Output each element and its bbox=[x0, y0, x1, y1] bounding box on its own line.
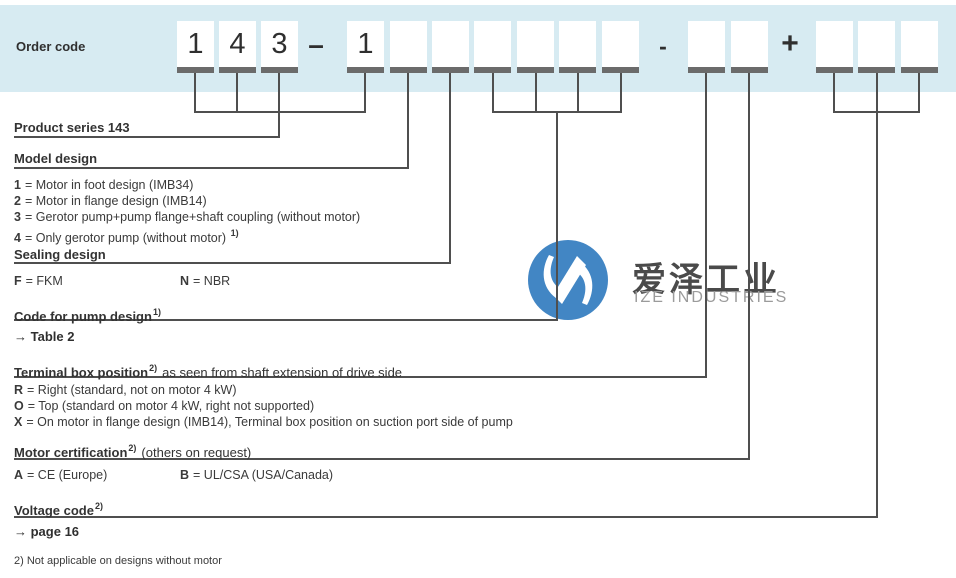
code-box bbox=[559, 21, 596, 73]
sealing-option-n: N= NBR bbox=[180, 273, 230, 289]
option-text: = On motor in flange design (IMB14), Ter… bbox=[26, 415, 513, 429]
option-key: N bbox=[180, 274, 190, 288]
motor-cert-connector bbox=[14, 73, 750, 460]
model-option-2: 2= Motor in flange design (IMB14) bbox=[14, 193, 207, 209]
motor-certification-suffix: (others on request) bbox=[141, 445, 252, 460]
option-text: = Only gerotor pump (without motor) bbox=[24, 231, 227, 245]
watermark-cn-text: 爱泽工业 bbox=[632, 260, 780, 300]
voltage-code-title: Voltage code bbox=[14, 503, 94, 518]
code-box bbox=[602, 21, 639, 73]
code-box bbox=[390, 21, 427, 73]
code-box bbox=[901, 21, 938, 73]
cert-option-a: A= CE (Europe) bbox=[14, 467, 107, 483]
page16-link[interactable]: → page 16 bbox=[14, 524, 80, 539]
order-code-label: Order code bbox=[16, 39, 86, 54]
code-box bbox=[474, 21, 511, 73]
footnote-2: 2) Not applicable on designs without mot… bbox=[14, 555, 222, 567]
cert-option-b: B= UL/CSA (USA/Canada) bbox=[180, 467, 333, 483]
table2-link[interactable]: → Table 2 bbox=[14, 329, 75, 344]
sealing-design-title: Sealing design bbox=[14, 247, 106, 262]
option-key: 2 bbox=[14, 194, 21, 208]
terminal-box-sup: 2) bbox=[149, 363, 158, 373]
option-key: B bbox=[180, 468, 190, 482]
code-box: 4 bbox=[219, 21, 256, 73]
model-design-connector bbox=[14, 73, 409, 169]
code-box bbox=[432, 21, 469, 73]
voltage-code-sup: 2) bbox=[94, 501, 103, 511]
plus-separator: + bbox=[781, 27, 799, 60]
section-title-voltage-code: Voltage code2) bbox=[14, 498, 103, 519]
option-text: = Top (standard on motor 4 kW, right not… bbox=[27, 399, 315, 413]
pump-design-title: Code for pump design bbox=[14, 309, 152, 324]
pump-design-sup: 1) bbox=[152, 307, 161, 317]
option-text: = FKM bbox=[25, 274, 63, 288]
pump-design-connector bbox=[14, 73, 622, 321]
code-box bbox=[731, 21, 768, 73]
section-title-terminal-box: Terminal box position2) as seen from shaf… bbox=[14, 360, 402, 381]
model-option-3: 3= Gerotor pump+pump flange+shaft coupli… bbox=[14, 209, 360, 225]
option-key: 3 bbox=[14, 210, 21, 224]
option-key: 1 bbox=[14, 178, 21, 192]
dash-separator-2: - bbox=[659, 33, 667, 59]
section-title-motor-certification: Motor certification2) (others on request) bbox=[14, 440, 251, 461]
option-key: F bbox=[14, 274, 22, 288]
option-text: = CE (Europe) bbox=[27, 468, 108, 482]
option-text: = Motor in flange design (IMB14) bbox=[24, 194, 207, 208]
option-text: = Right (standard, not on motor 4 kW) bbox=[27, 383, 237, 397]
section-title-sealing-design: Sealing design bbox=[14, 247, 106, 263]
option-text: = Motor in foot design (IMB34) bbox=[24, 178, 194, 192]
terminal-option-r: R= Right (standard, not on motor 4 kW) bbox=[14, 382, 237, 398]
section-title-model-design: Model design bbox=[14, 151, 97, 167]
option-key: 4 bbox=[14, 231, 21, 245]
option-key: A bbox=[14, 468, 24, 482]
option-key: X bbox=[14, 415, 23, 429]
model-option-1: 1= Motor in foot design (IMB34) bbox=[14, 177, 193, 193]
code-box bbox=[688, 21, 725, 73]
sealing-design-connector bbox=[14, 73, 451, 264]
terminal-box-title: Terminal box position bbox=[14, 365, 149, 380]
model-design-title: Model design bbox=[14, 151, 98, 166]
option-key: O bbox=[14, 399, 24, 413]
product-series-title: Product series 143 bbox=[14, 120, 130, 135]
terminal-option-x: X= On motor in flange design (IMB14), Te… bbox=[14, 414, 513, 430]
motor-certification-title: Motor certification bbox=[14, 445, 128, 460]
terminal-option-o: O= Top (standard on motor 4 kW, right no… bbox=[14, 398, 314, 414]
motor-certification-sup: 2) bbox=[128, 443, 137, 453]
sealing-option-f: F= FKM bbox=[14, 273, 63, 289]
option-text: = Gerotor pump+pump flange+shaft couplin… bbox=[24, 210, 361, 224]
code-box: 1 bbox=[347, 21, 384, 73]
option-sup: 1) bbox=[230, 228, 239, 238]
dash-separator: – bbox=[308, 29, 324, 60]
section-title-product-series: Product series 143 bbox=[14, 120, 130, 136]
code-box: 3 bbox=[261, 21, 298, 73]
terminal-box-suffix: as seen from shaft extension of drive si… bbox=[162, 365, 403, 380]
code-box bbox=[816, 21, 853, 73]
model-option-4: 4= Only gerotor pump (without motor) 1) bbox=[14, 225, 239, 246]
code-box bbox=[517, 21, 554, 73]
code-box bbox=[858, 21, 895, 73]
section-title-pump-design: Code for pump design1) bbox=[14, 304, 161, 325]
option-key: R bbox=[14, 383, 24, 397]
code-box: 1 bbox=[177, 21, 214, 73]
voltage-code-connector bbox=[14, 73, 920, 518]
watermark-logo-icon bbox=[528, 240, 608, 320]
option-text: = UL/CSA (USA/Canada) bbox=[193, 468, 334, 482]
product-series-connector bbox=[14, 73, 366, 138]
terminal-box-connector bbox=[14, 73, 707, 378]
option-text: = NBR bbox=[193, 274, 231, 288]
